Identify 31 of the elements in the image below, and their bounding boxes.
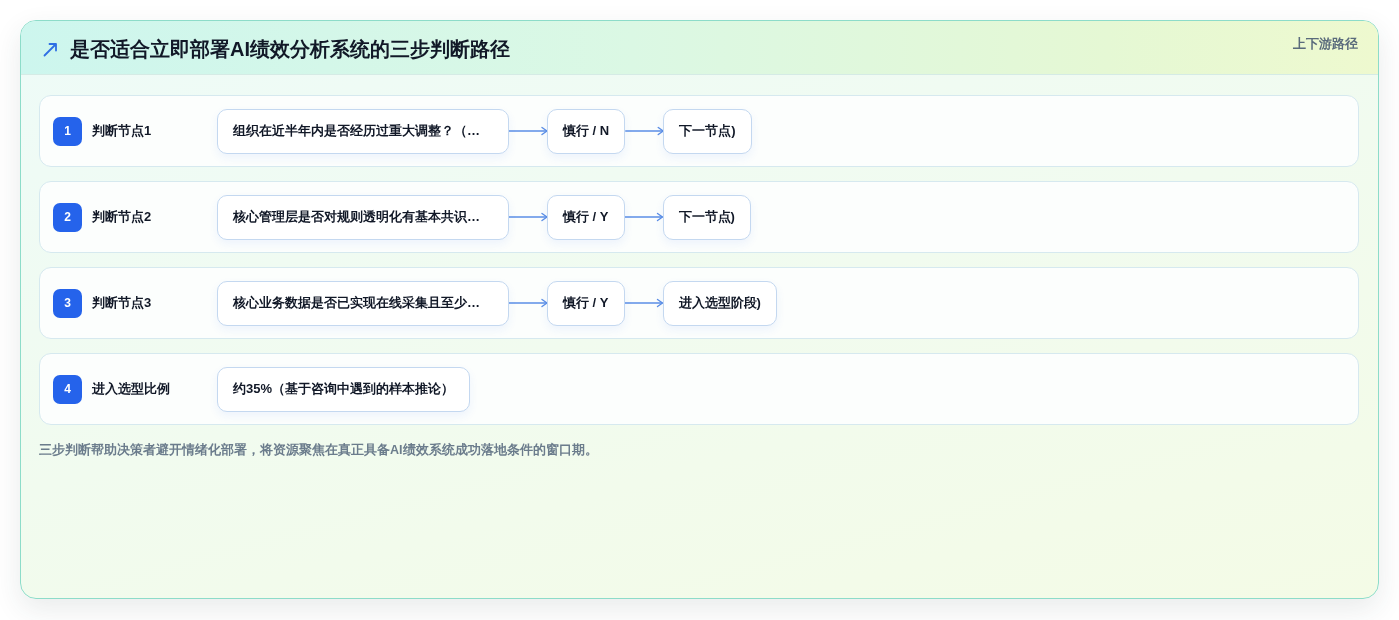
step-row [39, 181, 1359, 253]
arrow [508, 212, 548, 222]
next-step-box: 下一节点) [662, 194, 751, 240]
number-badge: 1 [53, 116, 82, 146]
step-row [39, 353, 1359, 425]
row-label: 进入选型比例 [91, 380, 171, 398]
row-label: 判断节点2 [91, 208, 153, 226]
title: 是否适合立即部署AI绩效分析系统的三步判断路径 [70, 37, 510, 62]
question-box: 核心业务数据是否已实现在线采集且至少… [217, 280, 509, 326]
number-badge: 4 [53, 374, 82, 404]
number-badge: 2 [53, 202, 82, 232]
arrow [508, 298, 548, 308]
caption-text: 三步判断帮助决策者避开情绪化部署，将资源聚焦在真正具备AI绩效系统成功落地条件的窗口期。 [39, 441, 598, 459]
result-box: 约35%（基于咨询中遇到的样本推论） [217, 366, 471, 412]
decision-box: 慎行 / N [547, 108, 626, 154]
number-badge: 3 [53, 288, 82, 318]
step-row [39, 267, 1359, 339]
next-step-box: 下一节点) [663, 108, 752, 154]
header-label: 上下游路径 [1293, 35, 1358, 53]
question-box: 组织在近半年内是否经历过重大调整？（… [217, 108, 509, 154]
next-step-box: 进入选型阶段) [662, 280, 777, 326]
arrow [623, 298, 664, 308]
arrow [623, 212, 664, 222]
question-box: 核心管理层是否对规则透明化有基本共识… [217, 194, 509, 240]
step-row [39, 95, 1359, 167]
decision-box: 慎行 / Y [547, 194, 625, 240]
arrow [624, 126, 664, 136]
arrow [508, 126, 548, 136]
row-label: 判断节点3 [91, 294, 153, 312]
row-label: 判断节点1 [91, 122, 153, 140]
decision-box: 慎行 / Y [547, 280, 625, 326]
